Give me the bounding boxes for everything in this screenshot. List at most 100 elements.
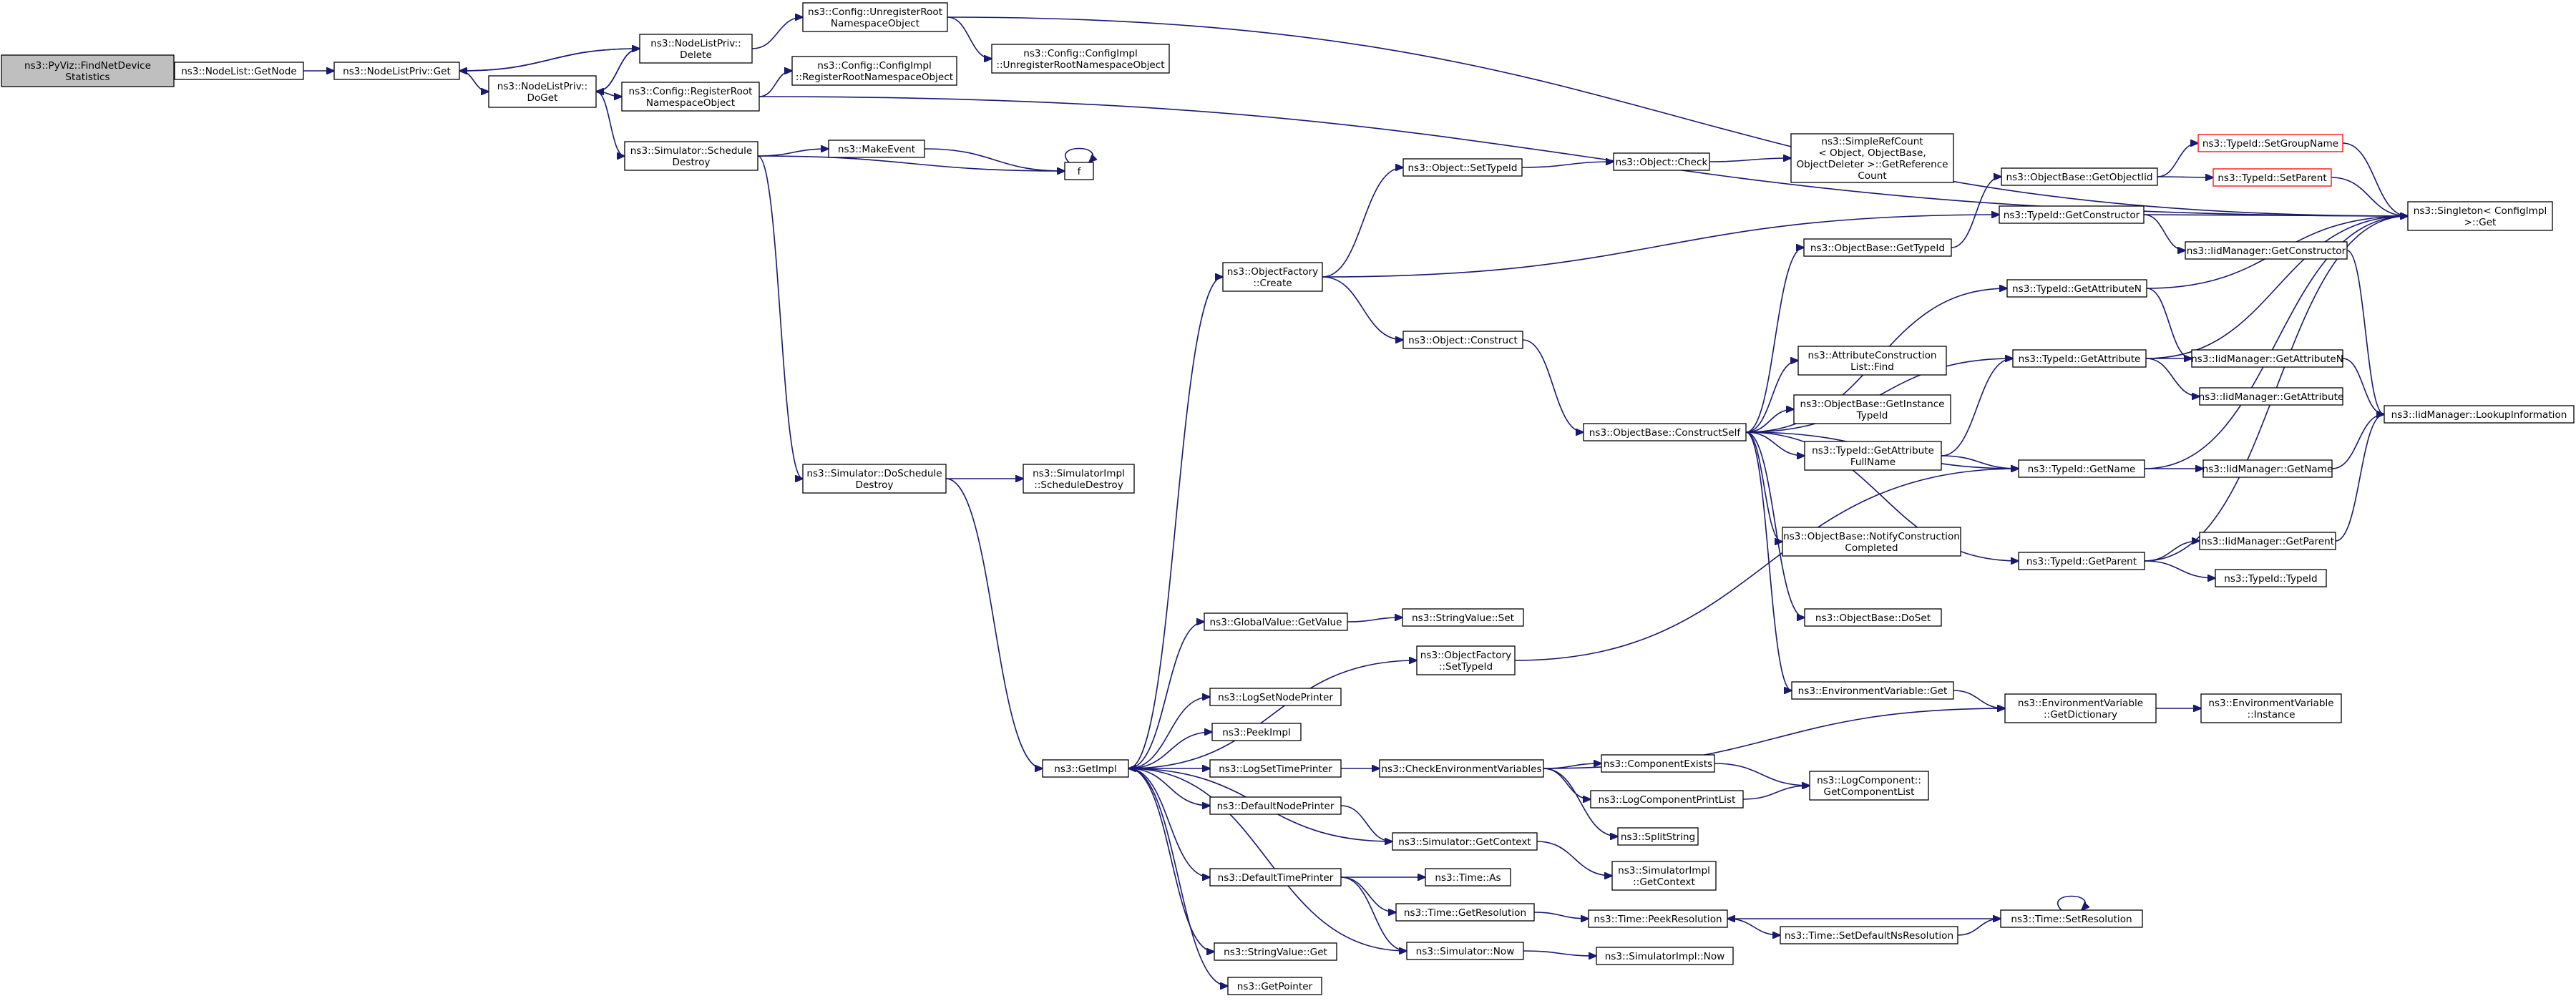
node-makeevent[interactable]: ns3::MakeEvent [828,140,925,158]
node-cfgimpl-reg[interactable]: ns3::Config::ConfigImpl::RegisterRootNam… [791,56,957,86]
node-defaulttimeprinter[interactable]: ns3::DefaultTimePrinter [1209,868,1342,887]
node-typeid-typeid[interactable]: ns3::TypeId::TypeId [2215,569,2327,587]
node-nlp-get[interactable]: ns3::NodeListPriv::Get [333,62,460,80]
node-splitstring[interactable]: ns3::SplitString [1617,827,1699,846]
node-typeid-getattribute[interactable]: ns3::TypeId::GetAttribute [2012,349,2147,368]
node-getnode[interactable]: ns3::NodeList::GetNode [174,62,304,80]
node-typeid-getname[interactable]: ns3::TypeId::GetName [2018,459,2145,478]
node-getpointer[interactable]: ns3::GetPointer [1227,977,1322,995]
node-componentexists[interactable]: ns3::ComponentExists [1601,754,1715,773]
node-objfactory-create[interactable]: ns3::ObjectFactory::Create [1222,262,1323,292]
node-label: ns3::Config::UnregisterRoot [808,6,942,18]
call-edge [2145,358,2200,396]
node-peekimpl[interactable]: ns3::PeekImpl [1211,723,1302,741]
node-iidmgr-getattributen[interactable]: ns3::IidManager::GetAttributeN [2191,349,2343,368]
node-iidmgr-getattribute[interactable]: ns3::IidManager::GetAttribute [2199,387,2344,406]
node-objbase-getobjectiid[interactable]: ns3::ObjectBase::GetObjectIid [2001,167,2158,186]
node-iidmgr-lookup[interactable]: ns3::IidManager::LookupInformation [2384,405,2575,424]
node-box [1402,158,1523,177]
node-checkenv[interactable]: ns3::CheckEnvironmentVariables [1379,759,1544,778]
node-envvar-get[interactable]: ns3::EnvironmentVariable::Get [1791,681,1954,700]
node-time-setresolution[interactable]: ns3::Time::SetResolution [2000,909,2143,928]
node-label: ns3::IidManager::GetAttributeN [2191,353,2343,365]
node-box [1782,527,1961,557]
node-logsettimeprinter[interactable]: ns3::LogSetTimePrinter [1209,759,1342,778]
call-edge [2146,288,2192,358]
node-label: ns3::ObjectBase::ConstructSelf [1589,427,1742,439]
node-iidmgr-getconstructor[interactable]: ns3::IidManager::GetConstructor [2185,241,2348,260]
call-edge [1128,768,1407,952]
node-typeid-getconstructor[interactable]: ns3::TypeId::GetConstructor [1999,205,2145,224]
node-cfg-unreg[interactable]: ns3::Config::UnregisterRootNamespaceObje… [802,2,948,32]
node-objbase-constructself[interactable]: ns3::ObjectBase::ConstructSelf [1583,423,1747,441]
node-box [2001,167,2158,186]
node-time-setdefaultns[interactable]: ns3::Time::SetDefaultNsResolution [1780,926,1958,944]
node-box [2215,569,2327,587]
node-box [1064,162,1094,180]
node-label: ns3::IidManager::GetAttribute [2199,391,2344,403]
node-getimpl[interactable]: ns3::GetImpl [1042,759,1129,778]
node-typeid-setparent[interactable]: ns3::TypeId::SetParent [2212,168,2332,187]
node-time-getresolution[interactable]: ns3::Time::GetResolution [1395,903,1535,922]
node-box [991,44,1170,74]
call-edge [1941,455,2019,469]
node-f[interactable]: f [1064,162,1094,180]
node-sim-now[interactable]: ns3::Simulator::Now [1406,942,1524,960]
node-simimpl-sched[interactable]: ns3::SimulatorImpl::ScheduleDestroy [1023,464,1135,494]
node-sv-set[interactable]: ns3::StringValue::Set [1402,608,1524,627]
node-objfactory-settypeid[interactable]: ns3::ObjectFactory::SetTypeId [1416,645,1516,675]
node-gv-getvalue[interactable]: ns3::GlobalValue::GetValue [1204,612,1348,631]
node-time-as[interactable]: ns3::Time::As [1425,868,1511,887]
node-sv-get[interactable]: ns3::StringValue::Get [1214,942,1337,961]
node-time-peekresolution[interactable]: ns3::Time::PeekResolution [1588,909,1728,928]
node-logsetnodeprinter[interactable]: ns3::LogSetNodePrinter [1209,688,1342,706]
node-label: ns3::ObjectFactory [1227,266,1318,278]
node-objbase-gettypeid[interactable]: ns3::ObjectBase::GetTypeId [1803,238,1952,257]
call-edge [1521,162,1614,168]
node-label: >::Get [2464,217,2497,228]
node-obj-check[interactable]: ns3::Object::Check [1613,152,1710,171]
node-label: ns3::TypeId::SetParent [2218,172,2326,184]
node-envvar-getdict[interactable]: ns3::EnvironmentVariable::GetDictionary [2004,693,2157,723]
node-sim-sched[interactable]: ns3::Simulator::ScheduleDestroy [624,141,758,171]
node-obj-construct[interactable]: ns3::Object::Construct [1402,331,1523,349]
node-logcompprintlist[interactable]: ns3::LogComponentPrintList [1590,790,1744,809]
node-cfg-reg[interactable]: ns3::Config::RegisterRootNamespaceObject [621,82,760,112]
node-iidmgr-getparent[interactable]: ns3::IidManager::GetParent [2199,532,2336,550]
node-objbase-notify[interactable]: ns3::ObjectBase::NotifyConstructionCompl… [1782,527,1961,557]
node-typeid-getparent[interactable]: ns3::TypeId::GetParent [2018,552,2145,570]
node-label: FullName [1850,456,1896,468]
node-logcomp-getlist[interactable]: ns3::LogComponent::GetComponentList [1809,771,1929,801]
node-box [828,140,925,158]
node-obj-settypeid[interactable]: ns3::Object::SetTypeId [1402,158,1523,177]
node-nlp-delete[interactable]: ns3::NodeListPriv::Delete [639,34,753,64]
node-nlp-doget[interactable]: ns3::NodeListPriv::DoGet [488,75,597,108]
node-envvar-instance[interactable]: ns3::EnvironmentVariable::Instance [2200,693,2342,723]
node-label: ns3::IidManager::GetParent [2201,536,2334,547]
node-simplerefcount[interactable]: ns3::SimpleRefCount< Object, ObjectBase,… [1790,133,1954,183]
node-label: ns3::TypeId::GetAttribute [1812,445,1934,456]
node-defaultnodeprinter[interactable]: ns3::DefaultNodePrinter [1209,796,1342,815]
node-typeid-setgroupname[interactable]: ns3::TypeId::SetGroupName [2197,134,2343,152]
node-box [174,62,304,80]
node-box [1804,441,1942,471]
node-label: Delete [680,49,712,61]
node-simimpl-now[interactable]: ns3::SimulatorImpl::Now [1596,947,1734,965]
call-edge [1514,469,2019,661]
node-singleton-get[interactable]: ns3::Singleton< ConfigImpl>::Get [2407,201,2553,231]
node-cfgimpl-unreg[interactable]: ns3::Config::ConfigImpl::UnregisterRootN… [991,44,1170,74]
node-box [1588,909,1728,928]
node-box [1425,868,1511,887]
node-iidmgr-getname[interactable]: ns3::IidManager::GetName [2202,459,2333,478]
node-objbase-doset[interactable]: ns3::ObjectBase::DoSet [1804,608,1942,627]
node-label: ns3::LogSetTimePrinter [1219,763,1332,775]
node-sim-getcontext[interactable]: ns3::Simulator::GetContext [1392,832,1538,851]
node-simimpl-getcontext[interactable]: ns3::SimulatorImpl::GetContext [1611,861,1717,891]
node-typeid-getattributen[interactable]: ns3::TypeId::GetAttributeN [2006,279,2147,298]
node-label: ns3::ObjectBase::DoSet [1815,612,1931,624]
